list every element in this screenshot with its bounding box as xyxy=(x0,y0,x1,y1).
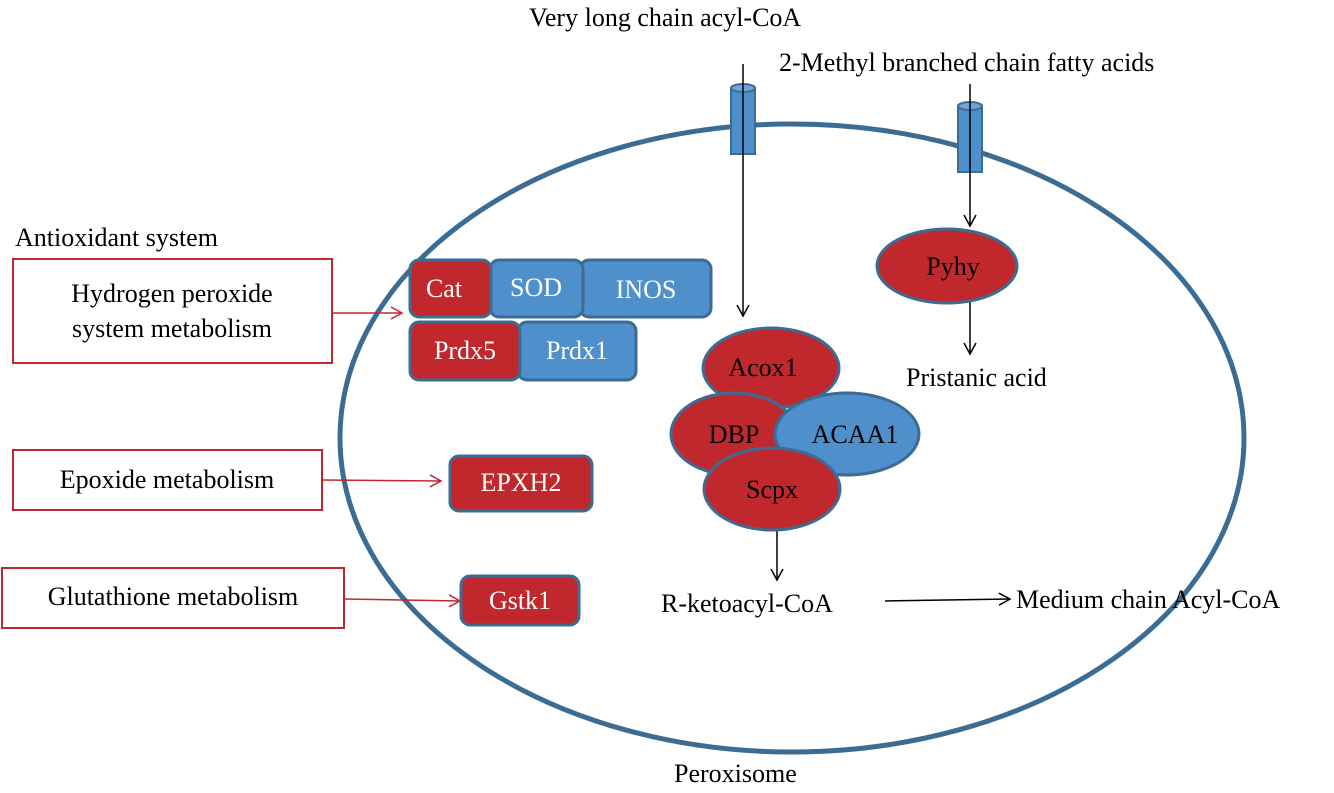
arrow-epoxide xyxy=(321,474,443,488)
pyhy-label: Pyhy xyxy=(926,252,979,281)
hydrogen-peroxide-line1: Hydrogen peroxide xyxy=(71,279,272,308)
glutathione-label: Glutathione metabolism xyxy=(48,582,299,611)
medium-chain-label: Medium chain Acyl-CoA xyxy=(1016,585,1281,614)
hydrogen-peroxide-box xyxy=(12,258,333,364)
glutathione-box xyxy=(1,567,345,629)
gstk1-box xyxy=(459,574,581,627)
peroxisome-membrane xyxy=(337,121,1247,755)
inos-label: INOS xyxy=(616,275,677,304)
antioxidant-system-label: Antioxidant system xyxy=(15,223,218,252)
scpx-ellipse xyxy=(702,446,842,532)
very-long-chain-label: Very long chain acyl-CoA xyxy=(529,3,801,32)
epxh2-label: EPXH2 xyxy=(481,468,562,497)
sod-label: SOD xyxy=(510,273,562,302)
cat-box xyxy=(408,258,493,319)
acaa1-label: ACAA1 xyxy=(812,420,899,449)
gstk1-label: Gstk1 xyxy=(489,586,551,615)
acox1-label: Acox1 xyxy=(728,353,797,382)
peroxisome-label: Peroxisome xyxy=(674,759,797,788)
prdx5-box xyxy=(408,320,522,382)
r-ketoacyl-label: R-ketoacyl-CoA xyxy=(661,589,833,618)
prdx5-label: Prdx5 xyxy=(434,336,496,365)
arrow-glutathione xyxy=(343,594,462,608)
pyhy-ellipse xyxy=(875,227,1019,305)
hydrogen-peroxide-line2: system metabolism xyxy=(72,314,272,343)
prdx1-label: Prdx1 xyxy=(546,336,608,365)
pristanic-acid-label: Pristanic acid xyxy=(906,363,1047,392)
scpx-label: Scpx xyxy=(746,475,798,504)
methyl-branched-label: 2-Methyl branched chain fatty acids xyxy=(779,48,1154,77)
epoxide-box xyxy=(12,449,323,511)
epxh2-box xyxy=(448,454,594,513)
arrow-ketoacyl-to-medium xyxy=(884,592,1012,606)
dbp-label: DBP xyxy=(709,420,760,449)
epoxide-label: Epoxide metabolism xyxy=(60,465,274,494)
cat-label: Cat xyxy=(426,274,463,303)
